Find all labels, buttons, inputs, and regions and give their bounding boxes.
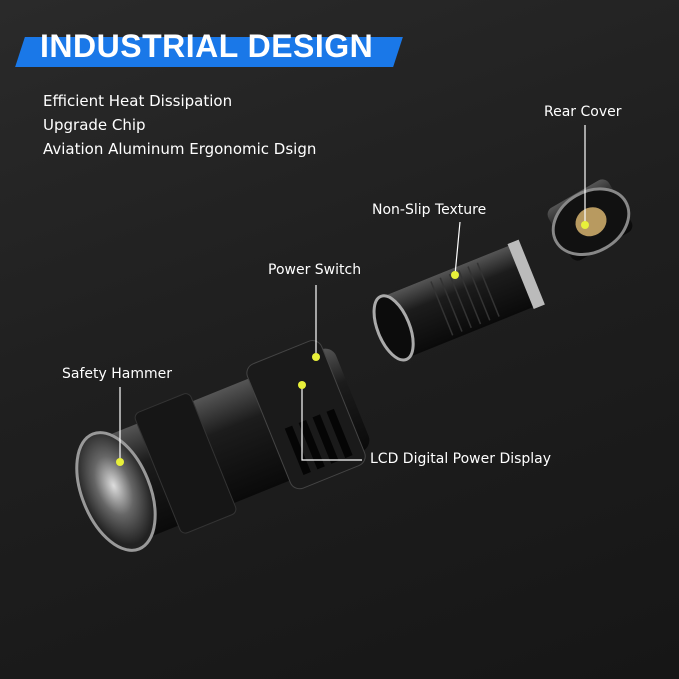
feature-item: Aviation Aluminum Ergonomic Dsign <box>43 140 317 158</box>
callout-non-slip-texture: Non-Slip Texture <box>372 202 487 218</box>
marker-dot <box>298 381 306 389</box>
feature-item: Efficient Heat Dissipation <box>43 92 233 110</box>
battery-tube <box>372 239 545 362</box>
page-title: INDUSTRIAL DESIGN <box>40 28 374 64</box>
marker-dot <box>116 458 124 466</box>
rear-cover <box>547 179 633 261</box>
flashlight-head <box>75 340 370 552</box>
feature-item: Upgrade Chip <box>43 116 146 134</box>
callout-safety-hammer: Safety Hammer <box>62 366 172 382</box>
marker-dot <box>451 271 459 279</box>
callout-power-switch: Power Switch <box>268 262 362 278</box>
marker-dot <box>312 353 320 361</box>
feature-list: Efficient Heat Dissipation Upgrade Chip … <box>43 89 316 161</box>
callout-rear-cover: Rear Cover <box>544 104 622 120</box>
callout-markers <box>116 221 589 466</box>
callout-lcd-display: LCD Digital Power Display <box>370 451 552 467</box>
marker-dot <box>581 221 589 229</box>
